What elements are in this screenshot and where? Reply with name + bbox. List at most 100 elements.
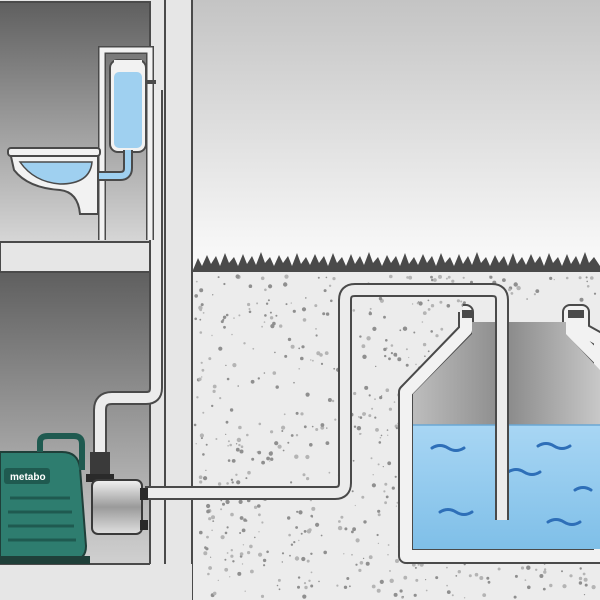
soil-speckle	[363, 520, 367, 524]
soil-speckle	[220, 499, 223, 502]
soil-speckle	[264, 288, 267, 292]
soil-speckle	[514, 574, 518, 578]
soil-speckle	[320, 423, 325, 427]
soil-speckle	[327, 398, 332, 402]
soil-speckle	[431, 278, 434, 282]
water-wave-icon	[430, 442, 593, 526]
soil-speckle	[258, 422, 262, 426]
soil-speckle	[202, 411, 205, 414]
soil-speckle	[468, 574, 472, 578]
soil-speckle	[379, 579, 384, 585]
soil-speckle	[479, 576, 484, 580]
soil-speckle	[565, 276, 569, 280]
soil-speckle	[194, 317, 197, 321]
soil-speckle	[312, 359, 314, 362]
soil-speckle	[195, 443, 197, 445]
soil-speckle	[257, 504, 261, 508]
soil-speckle	[323, 550, 328, 555]
soil-speckle	[295, 526, 298, 529]
soil-speckle	[311, 425, 314, 428]
soil-speckle	[199, 433, 204, 438]
soil-speckle	[593, 292, 597, 295]
suction-pipe	[145, 283, 509, 520]
soil-speckle	[425, 589, 428, 592]
soil-speckle	[463, 597, 466, 599]
pump-brand-label: metabo	[10, 472, 46, 483]
soil-speckle	[245, 477, 248, 480]
toilet-icon	[7, 147, 101, 215]
soil-speckle	[220, 320, 224, 324]
soil-speckle	[460, 300, 463, 303]
soil-speckle	[223, 325, 226, 329]
soil-speckle	[281, 425, 286, 430]
soil-speckle	[446, 304, 451, 308]
soil-speckle	[290, 302, 292, 304]
soil-speckle	[408, 275, 413, 280]
soil-speckle	[343, 585, 348, 589]
soil-speckle	[579, 567, 582, 570]
soil-speckle	[387, 554, 389, 556]
soil-speckle	[208, 357, 212, 361]
soil-speckle	[372, 474, 374, 476]
soil-speckle	[389, 578, 394, 583]
soil-speckle	[242, 544, 245, 546]
soil-speckle	[300, 356, 304, 361]
soil-speckle	[310, 514, 314, 518]
soil-speckle	[310, 359, 312, 361]
soil-speckle	[295, 411, 299, 415]
soil-speckle	[411, 303, 414, 305]
soil-speckle	[356, 426, 362, 431]
soil-speckle	[276, 584, 279, 587]
soil-speckle	[308, 528, 312, 532]
soil-speckle	[446, 584, 448, 587]
soil-speckle	[235, 447, 240, 452]
soil-speckle	[380, 395, 383, 397]
soil-speckle	[281, 430, 284, 432]
soil-speckle	[446, 566, 448, 569]
soil-speckle	[578, 276, 582, 280]
soil-speckle	[303, 582, 307, 585]
soil-speckle	[263, 372, 266, 374]
soil-speckle	[203, 476, 208, 481]
soil-speckle	[591, 585, 596, 590]
soil-speckle	[304, 585, 308, 590]
soil-speckle	[269, 460, 271, 462]
soil-speckle	[226, 482, 229, 485]
soil-speckle	[395, 354, 398, 357]
soil-speckle	[364, 412, 367, 415]
soil-speckle	[393, 592, 398, 597]
soil-speckle	[198, 305, 203, 310]
soil-speckle	[425, 579, 427, 581]
soil-speckle	[368, 311, 372, 316]
soil-speckle	[206, 509, 211, 514]
soil-speckle	[384, 501, 387, 505]
soil-speckle	[352, 309, 356, 312]
soil-speckle	[248, 308, 251, 310]
soil-speckle	[275, 314, 278, 317]
soil-speckle	[238, 425, 242, 430]
soil-speckle	[212, 520, 215, 522]
soil-speckle	[497, 567, 501, 571]
soil-speckle	[542, 587, 546, 591]
soil-speckle	[250, 379, 255, 384]
soil-speckle	[332, 277, 336, 281]
soil-speckle	[226, 377, 230, 381]
soil-speckle	[368, 394, 371, 397]
soil-speckle	[252, 347, 255, 350]
soil-speckle	[578, 576, 583, 581]
soil-speckle	[222, 315, 227, 319]
soil-speckle	[388, 407, 392, 411]
soil-speckle	[297, 585, 300, 589]
soil-speckle	[199, 288, 204, 293]
soil-speckle	[334, 418, 337, 421]
soil-speckle	[487, 580, 491, 584]
soil-speckle	[513, 595, 517, 599]
soil-speckle	[372, 326, 377, 331]
soil-speckle	[263, 321, 266, 323]
soil-speckle	[310, 571, 313, 574]
soil-speckle	[526, 565, 531, 570]
soil-speckle	[206, 503, 211, 509]
soil-speckle	[239, 449, 244, 454]
soil-speckle	[236, 437, 242, 443]
soil-speckle	[549, 276, 553, 280]
